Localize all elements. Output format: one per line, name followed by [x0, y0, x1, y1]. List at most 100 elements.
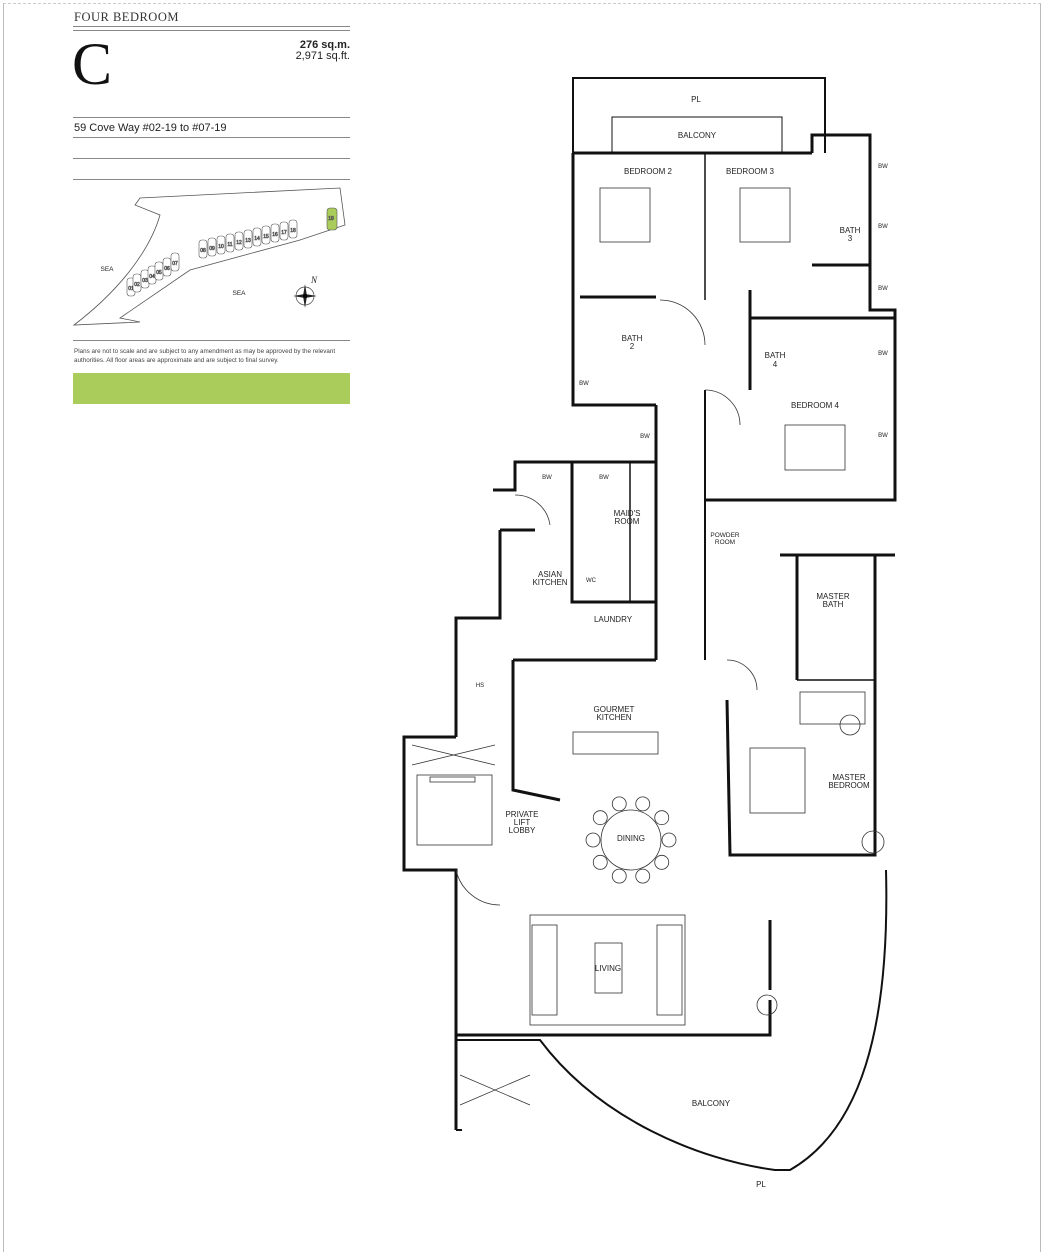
label-bath-2: BATH	[622, 334, 643, 343]
site-unit	[207, 237, 217, 257]
dining-chair	[611, 868, 627, 884]
unit-type-heading: FOUR BEDROOM	[74, 10, 179, 24]
label-maids-room: MAID'S	[614, 509, 641, 518]
site-unit-number: 19	[328, 216, 334, 222]
room-labels: PL BALCONY BEDROOM 2 BEDROOM 3 BATH 3 BA…	[476, 95, 888, 1189]
label-gourmet-kitchen: GOURMET	[594, 705, 635, 714]
dining-chair	[635, 796, 651, 812]
dining-chair	[592, 854, 608, 870]
unit-address: 59 Cove Way #02-19 to #07-19	[74, 122, 227, 134]
label-bedroom-4: BEDROOM 4	[791, 401, 840, 410]
site-unit	[270, 223, 280, 243]
label-wc: WC	[586, 578, 597, 584]
page-frame	[3, 3, 1041, 1252]
divider	[73, 117, 350, 118]
compass-icon: N	[293, 275, 318, 308]
dining-chair	[585, 832, 601, 848]
label-bath-3: BATH	[840, 226, 861, 235]
site-unit-number: 18	[290, 228, 296, 234]
label-master-bedroom-2: BEDROOM	[828, 781, 870, 790]
label-bw: BW	[878, 224, 888, 230]
dining-chair	[635, 868, 651, 884]
label-private-lift-lobby-3: LOBBY	[509, 826, 536, 835]
label-master-bedroom: MASTER	[832, 773, 866, 782]
dining-chair	[654, 854, 670, 870]
label-bedroom-3: BEDROOM 3	[726, 167, 775, 176]
label-bath-4: BATH	[765, 351, 786, 360]
label-bw: BW	[640, 434, 650, 440]
label-pl-bottom: PL	[756, 1180, 766, 1189]
dining-chair	[654, 810, 670, 826]
site-unit-number: 11	[227, 242, 232, 248]
sea-label: SEA	[232, 290, 246, 297]
site-unit-number: 13	[245, 238, 251, 244]
label-master-bath: MASTER	[816, 592, 850, 601]
site-unit	[170, 252, 180, 272]
label-bw: BW	[579, 381, 589, 387]
label-bath-4-num: 4	[773, 360, 778, 369]
site-unit-number: 16	[272, 232, 278, 238]
site-unit-number: 10	[218, 244, 224, 250]
label-powder-room: POWDER	[710, 532, 740, 539]
label-asian-kitchen: ASIAN	[538, 570, 562, 579]
label-bw: BW	[542, 475, 552, 481]
label-master-bath-2: BATH	[823, 600, 844, 609]
label-bw: BW	[878, 433, 888, 439]
divider	[73, 137, 350, 138]
site-unit-number: 07	[172, 261, 178, 267]
area-sqm: 276 sq.m.	[299, 39, 350, 51]
site-unit	[198, 239, 208, 259]
label-bath-3-num: 3	[848, 234, 853, 243]
divider	[73, 179, 350, 180]
site-unit-number: 04	[149, 274, 155, 280]
divider	[73, 30, 350, 31]
label-asian-kitchen-2: KITCHEN	[532, 578, 567, 587]
label-pl: PL	[691, 95, 701, 104]
unit-area: 276 sq.m. 2,971 sq.ft.	[296, 40, 350, 62]
site-unit-number: 15	[263, 234, 269, 240]
site-unit-number: 06	[164, 266, 170, 272]
site-unit	[216, 235, 226, 255]
accent-bar	[73, 373, 350, 404]
site-unit-number: 12	[236, 240, 242, 246]
label-laundry: LAUNDRY	[594, 615, 633, 624]
label-bath-2-num: 2	[630, 342, 635, 351]
site-unit	[261, 225, 271, 245]
site-unit	[279, 221, 289, 241]
site-unit	[243, 229, 253, 249]
site-unit	[225, 233, 235, 253]
divider	[73, 340, 350, 341]
dining-chair	[592, 810, 608, 826]
label-living: LIVING	[595, 964, 621, 973]
label-gourmet-kitchen-2: KITCHEN	[596, 713, 631, 722]
site-unit	[326, 207, 338, 231]
site-unit-number: 14	[254, 236, 260, 242]
site-unit	[288, 219, 298, 239]
dining-chair	[661, 832, 677, 848]
dining-chair	[611, 796, 627, 812]
area-sqft: 2,971 sq.ft.	[295, 50, 350, 62]
site-unit-number: 03	[142, 278, 148, 284]
label-powder-room-2: ROOM	[715, 539, 735, 546]
label-bw: BW	[599, 475, 609, 481]
compass-north: N	[310, 275, 318, 285]
sea-label: SEA	[100, 266, 114, 273]
site-unit-number: 02	[134, 282, 140, 288]
label-balcony-bottom: BALCONY	[692, 1099, 731, 1108]
label-bedroom-2: BEDROOM 2	[624, 167, 673, 176]
divider	[73, 158, 350, 159]
label-maids-room-2: ROOM	[615, 517, 640, 526]
site-unit	[252, 227, 262, 247]
label-bw: BW	[878, 164, 888, 170]
site-unit-number: 09	[209, 246, 215, 252]
label-balcony: BALCONY	[678, 131, 717, 140]
site-unit-number: 08	[200, 248, 206, 254]
site-unit-number: 05	[156, 270, 162, 276]
divider	[73, 26, 350, 27]
label-dining: DINING	[617, 834, 645, 843]
label-bw: BW	[878, 286, 888, 292]
unit-letter: C	[72, 31, 113, 97]
label-bw: BW	[878, 351, 888, 357]
